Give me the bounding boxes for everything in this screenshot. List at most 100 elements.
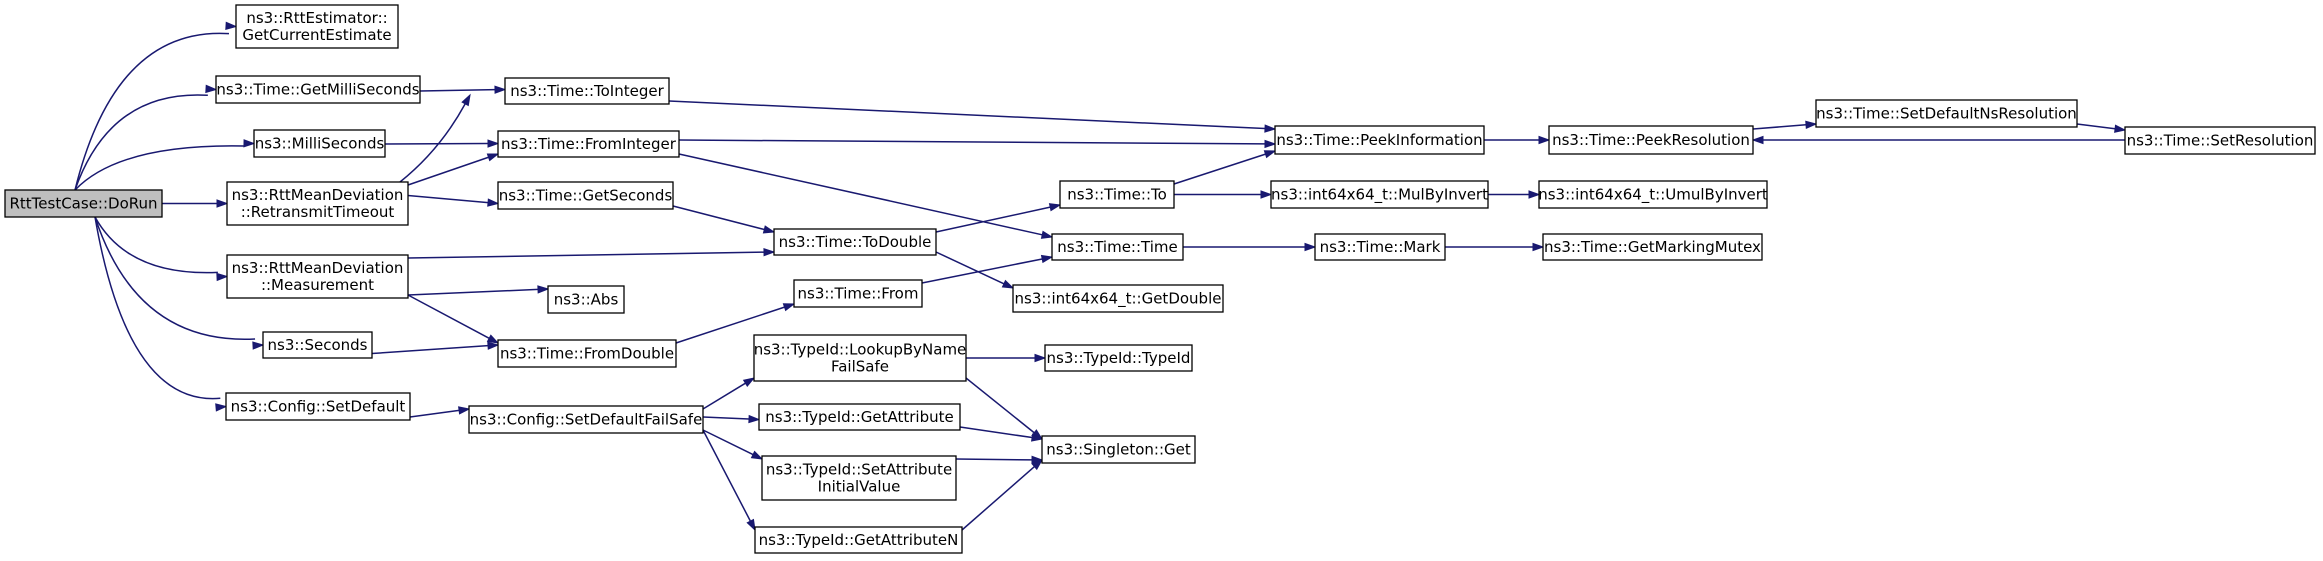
edge-arrowhead <box>215 403 228 412</box>
node-ns3-abs[interactable]: ns3::Abs <box>547 285 625 314</box>
node-ns3-time-todouble[interactable]: ns3::Time::ToDouble <box>773 228 937 256</box>
node-ns3-time-tointeger[interactable]: ns3::Time::ToInteger <box>504 77 670 105</box>
edge-arrowhead <box>225 21 238 31</box>
node-ns3-time-from[interactable]: ns3::Time::From <box>793 279 923 308</box>
node-box <box>1051 233 1184 261</box>
edge-n14-n22 <box>935 251 1015 289</box>
edge-line <box>702 429 754 456</box>
node-label: ns3::int64x64_t::MulByInvert <box>1271 186 1488 205</box>
node-ns3-time-peekresolution[interactable]: ns3::Time::PeekResolution <box>1548 125 1754 155</box>
node-label: ns3::Time::ToInteger <box>510 82 664 100</box>
node-box <box>1314 233 1446 261</box>
node-ns3-seconds[interactable]: ns3::Seconds <box>262 331 373 359</box>
edge-n9-n21 <box>678 153 1054 239</box>
edge-line <box>74 145 245 191</box>
node-ns3-typeid-getattribute[interactable]: ns3::TypeId::GetAttribute <box>758 403 961 431</box>
node-label: ns3::Time::GetSeconds <box>499 187 673 205</box>
edge-arrowhead <box>762 225 776 234</box>
node-rtttestcase-dorun[interactable]: RttTestCase::DoRun <box>4 189 163 218</box>
node-label: ns3::Time::FromDouble <box>500 345 674 363</box>
node-label: ns3::int64x64_t::UmulByInvert <box>1538 186 1768 205</box>
edge-arrowhead <box>1260 190 1273 199</box>
node-ns3-rttmeandeviation-retransmittimeout[interactable]: ns3::RttMeanDeviation::RetransmitTimeout <box>226 181 409 226</box>
edge-arrowhead <box>763 247 776 257</box>
edge-arrowhead <box>487 341 500 350</box>
node-box <box>1059 180 1175 209</box>
edge-n0-n1 <box>74 21 238 191</box>
edge-line <box>74 32 230 191</box>
node-label: ns3::RttMeanDeviation <box>232 186 404 204</box>
node-ns3-time-frominteger[interactable]: ns3::Time::FromInteger <box>497 130 680 158</box>
node-label: ::Measurement <box>261 276 374 294</box>
node-ns3-time-mark[interactable]: ns3::Time::Mark <box>1314 233 1446 261</box>
node-ns3-int64x64-t-umulbyinvert[interactable]: ns3::int64x64_t::UmulByInvert <box>1538 180 1768 209</box>
node-ns3-time-setdefaultnsresolution[interactable]: ns3::Time::SetDefaultNsResolution <box>1815 99 2078 128</box>
node-box <box>1815 99 2078 128</box>
node-label: ns3::Time::Mark <box>1320 238 1441 256</box>
edge-arrowhead <box>2114 124 2127 133</box>
node-ns3-time-time[interactable]: ns3::Time::Time <box>1051 233 1184 261</box>
edge-n32-n28 <box>1751 135 2125 145</box>
edge-line <box>2076 123 2116 130</box>
node-label: ns3::Time::Time <box>1057 238 1178 256</box>
edge-n13-n18 <box>702 429 764 460</box>
edge-n18-n24 <box>955 455 1044 465</box>
node-ns3-rttmeandeviation-measurement[interactable]: ns3::RttMeanDeviation::Measurement <box>226 254 409 299</box>
node-box <box>761 455 957 501</box>
node-ns3-time-getmilliseconds[interactable]: ns3::Time::GetMilliSeconds <box>215 75 421 104</box>
node-ns3-int64x64-t-mulbyinvert[interactable]: ns3::int64x64_t::MulByInvert <box>1270 180 1489 209</box>
node-label: GetCurrentEstimate <box>242 26 391 44</box>
edge-n0-n2 <box>74 84 218 191</box>
node-label: ns3::TypeId::TypeId <box>1047 349 1191 367</box>
node-ns3-typeid-typeid[interactable]: ns3::TypeId::TypeId <box>1044 344 1193 372</box>
edge-arrowhead <box>1532 242 1545 252</box>
node-box <box>1012 284 1224 313</box>
edge-arrowhead <box>1263 150 1277 159</box>
node-ns3-config-setdefaultfailsafe[interactable]: ns3::Config::SetDefaultFailSafe <box>468 405 704 434</box>
node-ns3-rttestimator-getcurrentestimate[interactable]: ns3::RttEstimator::GetCurrentEstimate <box>235 4 399 49</box>
node-label: ns3::Time::SetResolution <box>2127 132 2314 150</box>
node-ns3-time-getseconds[interactable]: ns3::Time::GetSeconds <box>497 181 674 210</box>
node-ns3-time-getmarkingmutex[interactable]: ns3::Time::GetMarkingMutex <box>1542 233 1763 261</box>
node-ns3-typeid-getattributen[interactable]: ns3::TypeId::GetAttributeN <box>754 526 963 554</box>
edge-arrowhead <box>782 303 796 312</box>
edge-arrowhead <box>1264 139 1277 149</box>
edge-line <box>935 251 1005 285</box>
edge-arrowhead <box>1528 190 1541 199</box>
node-ns3-time-peekinformation[interactable]: ns3::Time::PeekInformation <box>1274 125 1485 155</box>
edge-n25-n28 <box>1484 135 1551 145</box>
edge-line <box>702 429 752 522</box>
edge-arrowhead <box>1001 279 1015 289</box>
node-box <box>253 129 386 158</box>
node-box <box>1538 180 1768 209</box>
edge-n31-n32 <box>2076 123 2127 133</box>
edge-n4-n8 <box>399 93 471 183</box>
node-ns3-int64x64-t-getdouble[interactable]: ns3::int64x64_t::GetDouble <box>1012 284 1224 313</box>
node-ns3-time-fromdouble[interactable]: ns3::Time::FromDouble <box>497 339 677 368</box>
edge-arrowhead <box>1264 124 1277 133</box>
node-ns3-singleton-get[interactable]: ns3::Singleton::Get <box>1041 435 1196 464</box>
node-layer: RttTestCase::DoRun ns3::RttEstimator::Get… <box>4 4 2316 554</box>
edge-line <box>702 382 746 410</box>
node-label: ns3::MilliSeconds <box>255 135 385 153</box>
node-label: ns3::Time::PeekResolution <box>1552 131 1750 149</box>
node-ns3-time-setresolution[interactable]: ns3::Time::SetResolution <box>2124 126 2316 155</box>
node-ns3-time-to[interactable]: ns3::Time::To <box>1059 180 1175 209</box>
node-box <box>1274 125 1485 155</box>
node-ns3-milliseconds[interactable]: ns3::MilliSeconds <box>253 129 386 158</box>
node-box <box>497 130 680 158</box>
edge-n4-n9 <box>407 153 500 186</box>
node-label: ns3::Time::To <box>1067 186 1167 204</box>
node-ns3-config-setdefault[interactable]: ns3::Config::SetDefault <box>225 392 411 421</box>
edge-arrowhead <box>216 272 229 282</box>
edge-n0-n5 <box>94 216 229 282</box>
edge-n6-n12 <box>371 341 500 355</box>
edge-arrowhead <box>1538 135 1551 145</box>
edge-line <box>678 139 1266 145</box>
node-box <box>235 4 399 49</box>
node-box <box>1270 180 1489 209</box>
edge-line <box>94 216 218 274</box>
